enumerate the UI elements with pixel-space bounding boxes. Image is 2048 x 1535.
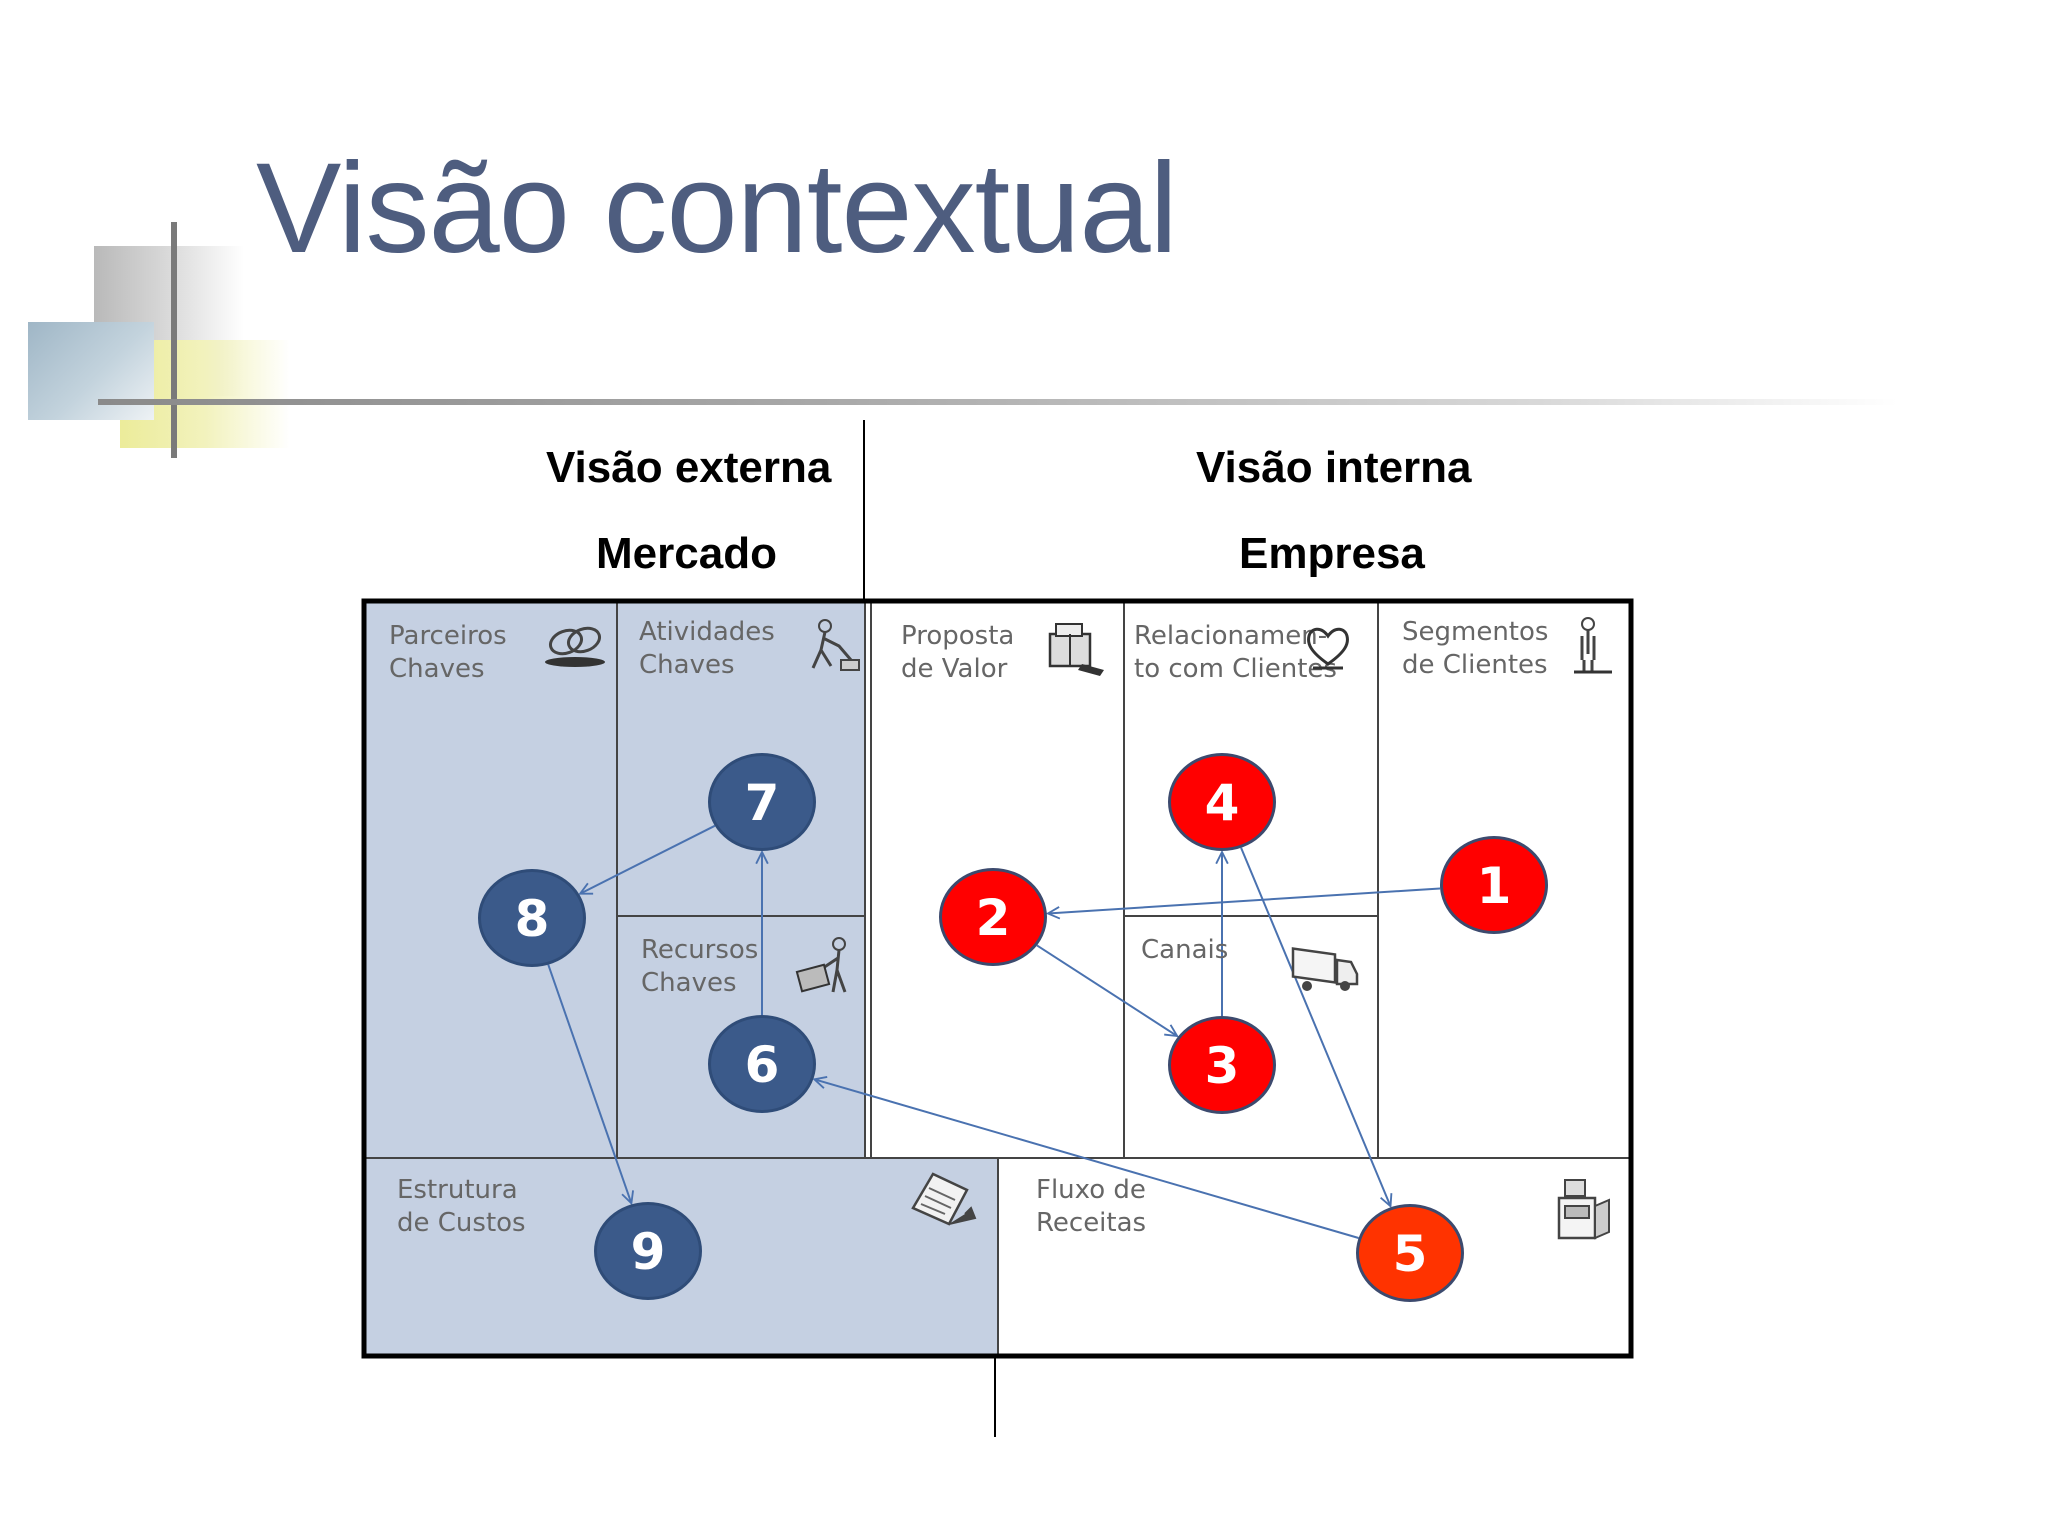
node-2: 2 (939, 868, 1047, 966)
node-4-number: 4 (1204, 774, 1240, 832)
canvas-frame (361, 598, 1634, 1359)
node-1: 1 (1440, 836, 1548, 934)
arrow-2-to-3 (1036, 944, 1177, 1036)
truck-icon (1291, 947, 1359, 991)
page-title: Visão contextual (256, 137, 1178, 280)
decor-horizontal-line (98, 399, 1898, 405)
arrow-8-to-9 (547, 964, 631, 1204)
cash-register-icon (1557, 1179, 1610, 1240)
arrow-1-to-2 (1048, 887, 1441, 913)
node-5: 5 (1356, 1204, 1464, 1302)
edge-layer (547, 824, 1441, 1239)
cell-label-atividades-chaves: Atividades Chaves (639, 617, 775, 680)
node-3-number: 3 (1204, 1037, 1240, 1095)
cell-label-canais: Canais (1141, 935, 1229, 965)
arrow-7-to-8 (580, 824, 716, 894)
node-6: 6 (708, 1015, 816, 1113)
node-8: 8 (478, 869, 586, 967)
node-5-number: 5 (1392, 1225, 1428, 1283)
gift-icon (1048, 623, 1104, 676)
cell-label-segmentos: Segmentos de Clientes (1402, 617, 1549, 680)
arrow-5-to-6 (814, 1079, 1359, 1239)
person-icon (1574, 617, 1612, 674)
cell-label-relacionamento: Relacionamen- to com Clientes (1134, 621, 1337, 684)
worker-with-box-icon (795, 937, 847, 993)
cell-label-proposta-de-valor: Proposta de Valor (901, 621, 1015, 684)
chain-links-icon (545, 626, 605, 667)
arrow-4-to-5 (1240, 847, 1390, 1206)
worker-icon (811, 619, 860, 671)
node-3: 3 (1168, 1016, 1276, 1114)
cell-label-recursos-chaves: Recursos Chaves (641, 935, 759, 998)
heart-icon (1307, 627, 1349, 670)
cell-label-fluxo-de-receitas: Fluxo de Receitas (1036, 1175, 1147, 1238)
heading-mercado: Mercado (596, 529, 777, 578)
receipt-icon (911, 1172, 977, 1226)
node-9: 9 (594, 1202, 702, 1300)
cell-label-parceiros-chaves: Parceiros Chaves (389, 621, 507, 684)
heading-visao-externa: Visão externa (546, 443, 832, 492)
node-6-number: 6 (744, 1036, 780, 1094)
heading-empresa: Empresa (1239, 529, 1425, 578)
node-8-number: 8 (514, 890, 550, 948)
node-2-number: 2 (975, 889, 1011, 947)
cell-label-estrutura-de-custos: Estrutura de Custos (397, 1175, 526, 1238)
node-4: 4 (1168, 753, 1276, 851)
decor-vertical-line (171, 222, 177, 458)
node-7: 7 (708, 753, 816, 851)
heading-visao-interna: Visão interna (1196, 443, 1472, 492)
node-7-number: 7 (744, 774, 780, 832)
node-1-number: 1 (1476, 857, 1512, 915)
node-9-number: 9 (630, 1223, 666, 1281)
